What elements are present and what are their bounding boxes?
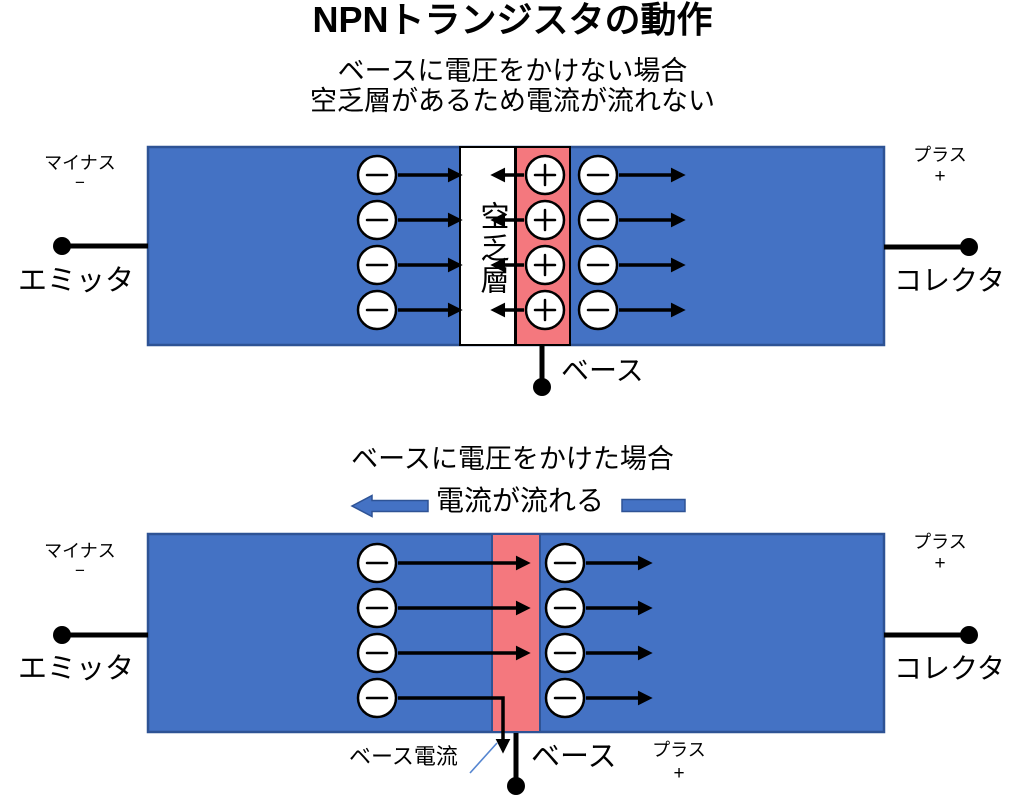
minus-charge-icon xyxy=(544,632,586,674)
emitter-label: エミッタ xyxy=(18,653,135,685)
minus-charge-icon xyxy=(356,587,398,629)
top-transistor xyxy=(53,145,978,396)
minus-charge-icon xyxy=(356,154,398,196)
collector-label: コレクタ xyxy=(894,653,1005,684)
base-plus-sign: + xyxy=(673,763,685,784)
emitter-terminal-dot xyxy=(53,626,71,644)
base-polarity-label: プラス xyxy=(652,740,706,760)
plus-charge-icon xyxy=(524,154,566,196)
minus-sign: − xyxy=(75,173,85,192)
base-terminal-dot xyxy=(533,378,551,396)
depletion-layer-label: 空乏層 xyxy=(476,201,508,297)
minus-charge-icon xyxy=(577,244,619,286)
bottom-subtitle: ベースに電圧をかけた場合 xyxy=(351,444,674,474)
collector-terminal-dot xyxy=(960,626,978,644)
collector-polarity-label: プラス xyxy=(913,532,967,552)
minus-charge-icon xyxy=(544,677,586,719)
minus-charge-icon xyxy=(356,632,398,674)
collector-polarity-label: プラス xyxy=(913,145,967,165)
minus-charge-icon xyxy=(577,154,619,196)
minus-charge-icon xyxy=(544,542,586,584)
minus-charge-icon xyxy=(356,542,398,584)
base-current-arrow xyxy=(398,696,511,754)
plus-charge-icon xyxy=(524,244,566,286)
top-subtitle-line1: ベースに電圧をかけない場合 xyxy=(337,56,688,86)
base-current-callout-line xyxy=(469,742,498,774)
emitter-polarity-label: マイナス xyxy=(44,541,116,561)
emitter-terminal-dot xyxy=(53,237,71,255)
minus-sign: − xyxy=(75,561,85,580)
base-label: ベース xyxy=(561,355,644,386)
plus-charge-icon xyxy=(524,289,566,331)
collector-label: コレクタ xyxy=(894,265,1005,296)
plus-charge-icon xyxy=(524,199,566,241)
base-current-label: ベース電流 xyxy=(349,744,458,769)
emitter-label: エミッタ xyxy=(18,265,135,297)
minus-charge-icon xyxy=(577,199,619,241)
base-terminal-dot xyxy=(507,777,525,795)
minus-charge-icon xyxy=(356,677,398,719)
minus-charge-icon xyxy=(544,587,586,629)
minus-charge-icon xyxy=(356,244,398,286)
emitter-polarity-label: マイナス xyxy=(44,153,116,173)
plus-sign: + xyxy=(934,166,946,187)
minus-charge-icon xyxy=(356,199,398,241)
current-flow-label: 電流が流れる xyxy=(436,485,605,516)
minus-charge-icon xyxy=(356,289,398,331)
depletion-strip xyxy=(459,146,516,346)
base-label: ベース xyxy=(531,741,617,773)
plus-sign: + xyxy=(934,553,946,574)
minus-charge-icon xyxy=(577,289,619,331)
top-subtitle-line2: 空乏層があるため電流が流れない xyxy=(310,86,715,116)
current-flow-bar xyxy=(621,498,686,513)
current-flow-arrow xyxy=(350,494,429,518)
diagram-title: NPNトランジスタの動作 xyxy=(312,0,713,40)
collector-terminal-dot xyxy=(960,238,978,256)
bottom-transistor xyxy=(53,494,978,795)
